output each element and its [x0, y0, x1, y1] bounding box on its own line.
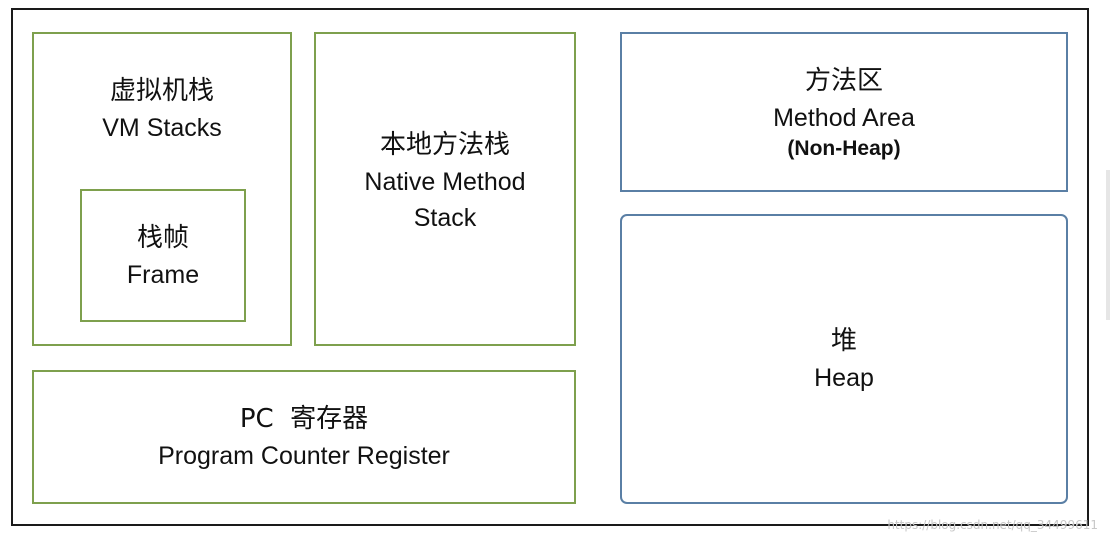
vm-stacks-box: 虚拟机栈 VM Stacks: [32, 32, 292, 346]
frame-zh-label: 栈帧: [136, 222, 189, 253]
native-method-stack-en-line2: Stack: [413, 204, 477, 232]
native-method-stack-zh-label: 本地方法栈: [379, 130, 510, 160]
heap-en-label: Heap: [814, 364, 874, 392]
method-area-note: (Non-Heap): [787, 137, 901, 160]
pc-register-box: PC 寄存器 Program Counter Register: [32, 370, 576, 504]
pc-register-en-label: Program Counter Register: [158, 442, 450, 470]
vm-stacks-en-label: VM Stacks: [102, 114, 222, 142]
frame-en-label: Frame: [126, 260, 200, 289]
jvm-memory-diagram: [11, 8, 1089, 526]
vm-stacks-zh-label: 虚拟机栈: [109, 76, 214, 106]
method-area-zh-label: 方法区: [804, 66, 883, 96]
pc-register-zh-label: PC 寄存器: [239, 404, 369, 434]
method-area-box: 方法区 Method Area (Non-Heap): [620, 32, 1068, 192]
scrollbar-edge: [1106, 170, 1110, 320]
heap-zh-label: 堆: [830, 326, 857, 356]
native-method-stack-en-line1: Native Method: [364, 168, 526, 196]
method-area-en-label: Method Area: [773, 104, 915, 132]
native-method-stack-box: 本地方法栈 Native Method Stack: [314, 32, 576, 346]
watermark-text: https://blog.csdn.net/qq_34499611: [887, 518, 1098, 532]
frame-box: 栈帧 Frame: [80, 189, 246, 322]
heap-box: 堆 Heap: [620, 214, 1068, 504]
